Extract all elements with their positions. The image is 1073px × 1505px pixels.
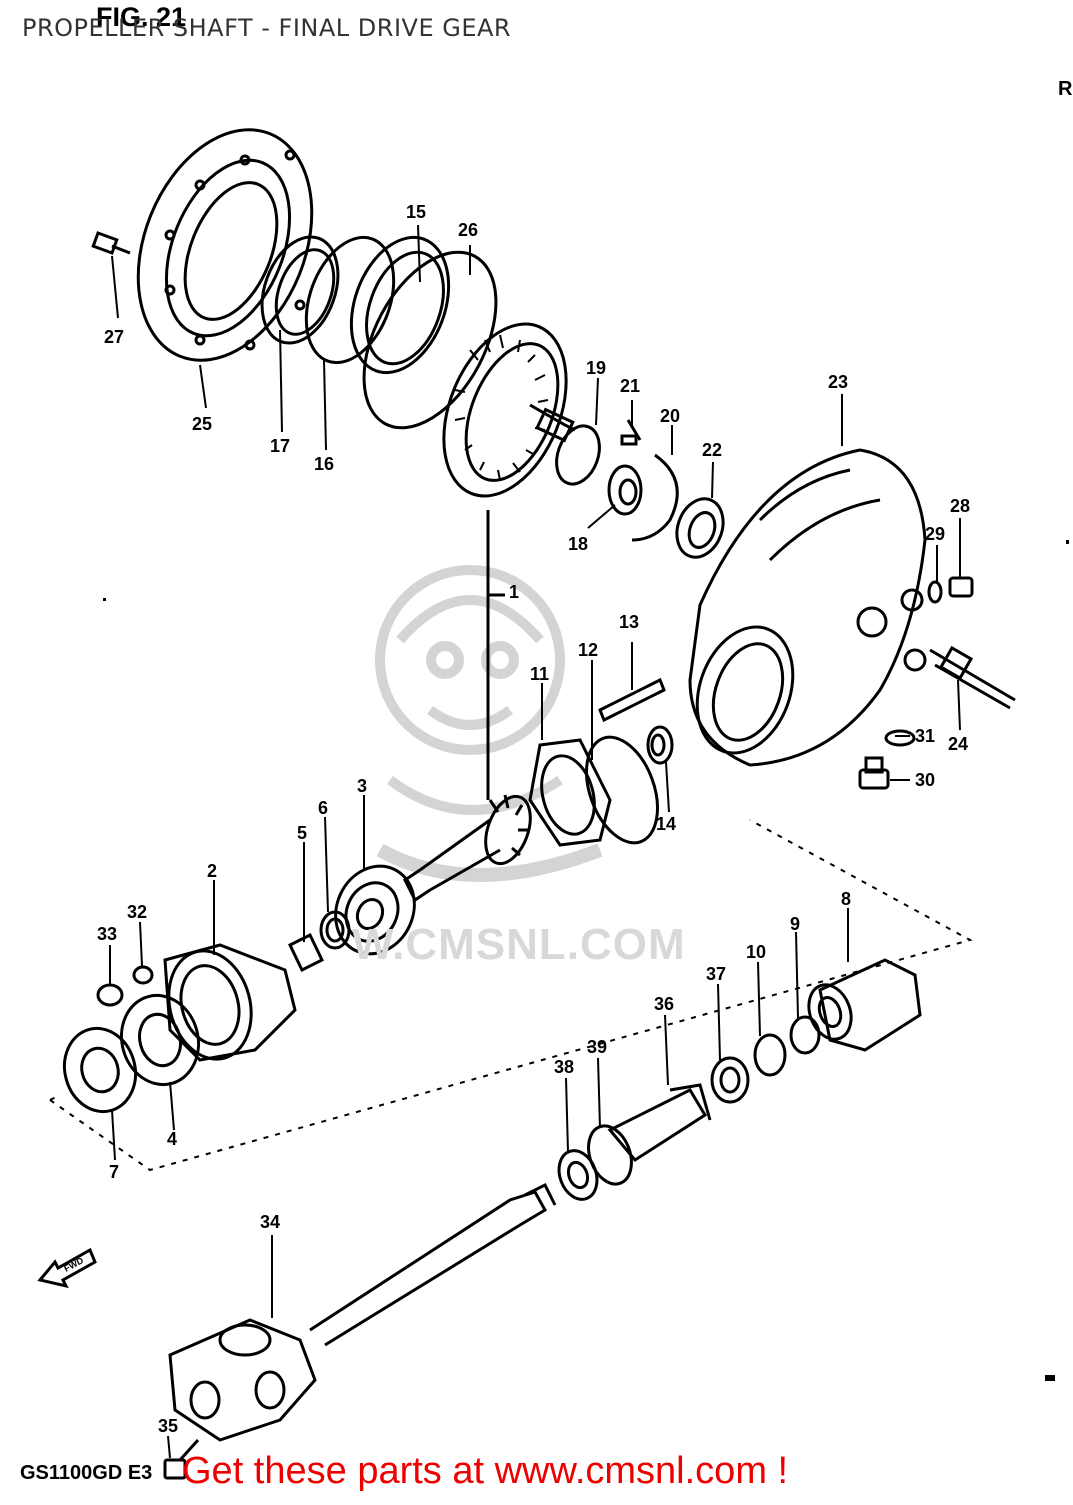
part-29-washer — [927, 580, 943, 604]
part-9-shim — [789, 1015, 821, 1055]
callout-21: 21 — [620, 376, 640, 396]
part-35-bolt — [163, 1438, 200, 1480]
watermark-text: W.CMSNL.COM — [352, 920, 686, 969]
model-code: GS1100GD E3 — [20, 1462, 153, 1484]
callout-30: 30 — [915, 770, 935, 790]
part-13-pin — [598, 677, 666, 723]
part-15-bearing — [349, 235, 451, 375]
part-7-oil-seal — [62, 1026, 138, 1114]
scan-specks — [103, 540, 1069, 1381]
part-17-bearing — [260, 235, 340, 345]
callout-24: 24 — [948, 734, 968, 754]
callout-29: 29 — [925, 524, 945, 544]
part-3-bearing — [334, 864, 416, 956]
watermark-logo — [375, 565, 603, 882]
part-37-bearing — [710, 1056, 750, 1104]
part-26-o-ring — [362, 250, 498, 430]
callout-20: 20 — [660, 406, 680, 426]
callout-33: 33 — [97, 924, 117, 944]
callout-4: 4 — [167, 1129, 177, 1149]
part-34-propeller-shaft — [168, 1182, 557, 1442]
callout-19: 19 — [586, 358, 606, 378]
callout-9: 9 — [790, 914, 800, 934]
callout-7: 7 — [109, 1162, 119, 1182]
leader-lines — [109, 224, 961, 1459]
forward-arrow-icon: FWD — [37, 1247, 97, 1289]
callout-13: 13 — [619, 612, 639, 632]
callout-10: 10 — [746, 942, 766, 962]
part-18-oil-seal — [607, 464, 643, 516]
callout-6: 6 — [318, 798, 328, 818]
callout-11: 11 — [530, 664, 549, 684]
part-1-driven-gear — [442, 322, 576, 800]
part-24-stud — [929, 645, 1016, 710]
callout-25: 25 — [192, 414, 212, 434]
callout-8: 8 — [841, 889, 851, 909]
callout-38: 38 — [554, 1057, 574, 1077]
callout-1: 1 — [509, 582, 519, 602]
part-12-o-ring — [585, 735, 659, 845]
page-title: PROPELLER SHAFT - FINAL DRIVE GEAR — [22, 14, 512, 42]
callout-18: 18 — [568, 534, 588, 554]
part-16-shim — [304, 235, 396, 365]
part-36-joint — [607, 1083, 712, 1162]
part-21-bolt — [620, 419, 642, 446]
part-30-drain-plug — [858, 756, 890, 790]
callout-labels: 1 2 3 4 5 6 7 8 9 10 11 12 13 14 15 16 1… — [97, 202, 970, 1436]
part-2-bearing-housing — [163, 943, 297, 1062]
callout-35: 35 — [158, 1416, 178, 1436]
callout-32: 32 — [127, 902, 147, 922]
assembly-outline — [49, 819, 973, 1172]
callout-37: 37 — [706, 964, 726, 984]
part-25-retainer-plate — [136, 128, 314, 362]
callout-12: 12 — [578, 640, 598, 660]
corner-mark: R — [1058, 78, 1073, 100]
callout-36: 36 — [654, 994, 674, 1014]
part-33-nut — [96, 983, 124, 1007]
callout-5: 5 — [297, 823, 307, 843]
part-4-bearing — [119, 993, 201, 1087]
callout-28: 28 — [950, 496, 970, 516]
part-10-spacer — [753, 1033, 787, 1077]
part-20-circlip — [631, 453, 679, 542]
part-27-bolt — [91, 231, 131, 255]
callout-34: 34 — [260, 1212, 280, 1232]
callout-22: 22 — [702, 440, 722, 460]
callout-15: 15 — [406, 202, 426, 222]
part-22-bearing — [675, 497, 725, 559]
callout-2: 2 — [207, 861, 217, 881]
part-14-bearing — [646, 725, 674, 765]
callout-27: 27 — [104, 327, 124, 347]
callout-31: 31 — [915, 726, 935, 746]
callout-23: 23 — [828, 372, 848, 392]
cta-link[interactable]: Get these parts at www.cmsnl.com ! — [182, 1450, 789, 1492]
callout-39: 39 — [587, 1037, 607, 1057]
part-6-shim — [319, 910, 351, 950]
part-19-shim — [555, 424, 601, 486]
callout-16: 16 — [314, 454, 334, 474]
part-38-oil-seal — [557, 1149, 599, 1201]
figure-label: FIG. 21 — [96, 2, 187, 32]
part-1-drive-pinion — [403, 794, 532, 903]
callout-3: 3 — [357, 776, 367, 796]
part-31-washer — [884, 729, 916, 747]
callout-14: 14 — [656, 814, 676, 834]
part-32-washer — [132, 965, 154, 985]
part-11-gasket-housing — [528, 738, 612, 847]
callout-26: 26 — [458, 220, 478, 240]
part-28-bolt — [948, 576, 974, 598]
part-5-spacer — [288, 932, 324, 973]
callout-17: 17 — [270, 436, 290, 456]
part-23-gear-case — [688, 448, 927, 767]
